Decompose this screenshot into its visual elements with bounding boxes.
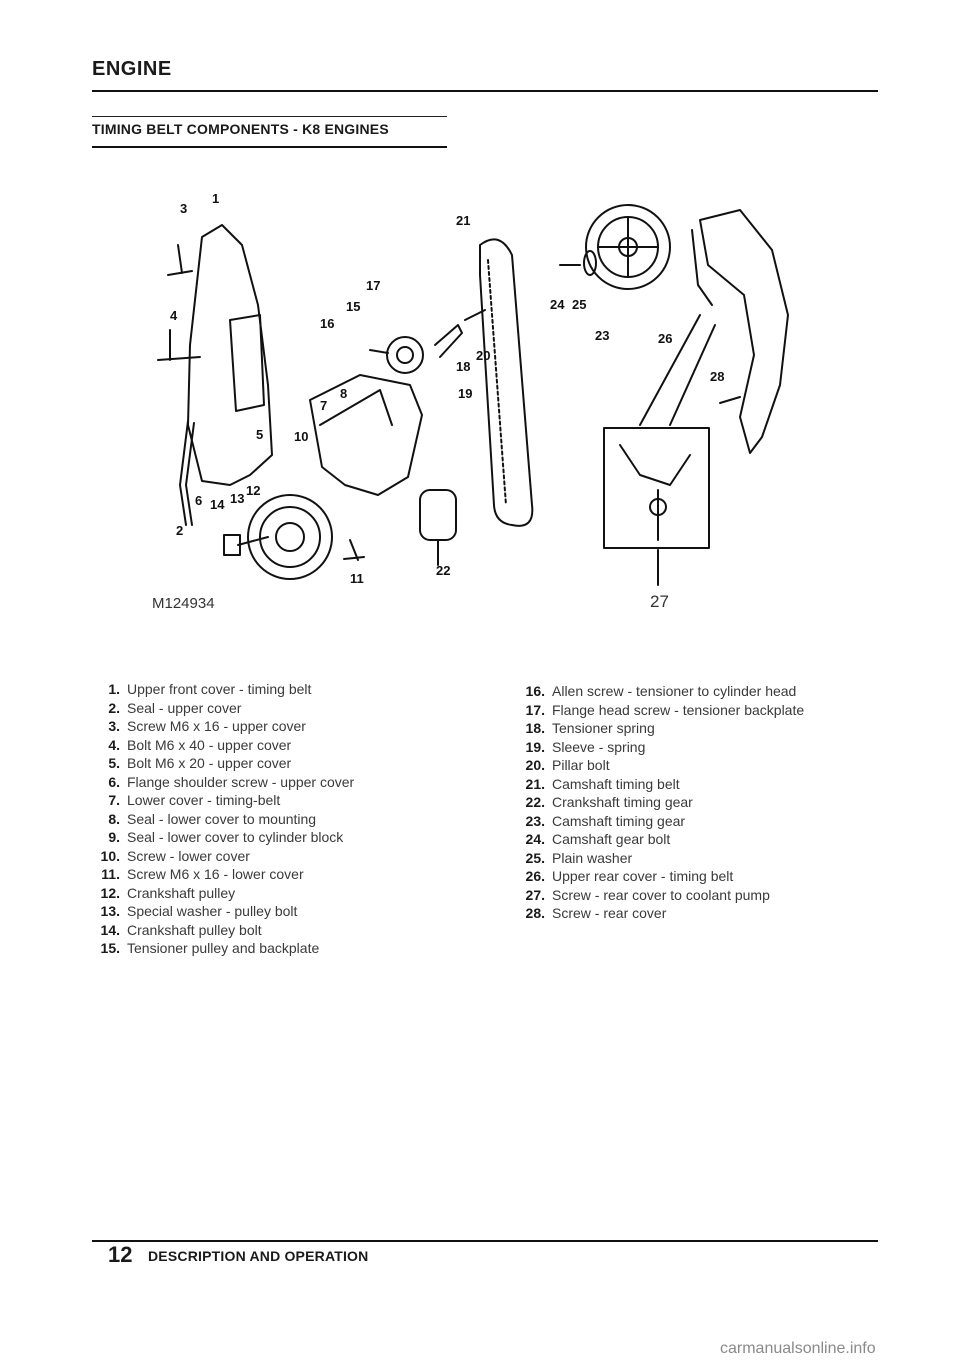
- inset-detail-shape: [603, 427, 710, 549]
- legend-item: 10.Screw - lower cover: [100, 847, 250, 864]
- footer-rule: [92, 1240, 878, 1242]
- legend-item: 11.Screw M6 x 16 - lower cover: [101, 866, 304, 882]
- svg-text:24: 24: [550, 297, 565, 312]
- lower-cover-shape: [309, 374, 423, 496]
- legend-item: 18.Tensioner spring: [525, 720, 655, 736]
- legend-item: 6.Flange shoulder screw - upper cover: [108, 773, 355, 790]
- figure-code: M124934: [152, 595, 215, 612]
- crankshaft-pulley-shape: [247, 494, 333, 580]
- parts-legend-left: 1.Upper front cover - timing belt 2.Seal…: [80, 680, 500, 958]
- svg-text:13: 13: [230, 491, 244, 506]
- svg-text:4: 4: [170, 308, 178, 323]
- svg-text:17: 17: [366, 278, 380, 293]
- svg-text:3: 3: [180, 201, 187, 216]
- legend-item: 27.Screw - rear cover to coolant pump: [525, 886, 770, 903]
- tensioner-pulley-shape: [386, 336, 424, 374]
- legend-item: 13.Special washer - pulley bolt: [100, 903, 298, 919]
- legend-item: 8.Seal - lower cover to mounting: [108, 810, 317, 827]
- watermark: carmanualsonline.info: [720, 1340, 876, 1357]
- legend-item: 14.Crankshaft pulley bolt: [100, 921, 262, 938]
- legend-item: 12.Crankshaft pulley: [100, 884, 236, 901]
- legend-item: 16.Allen screw - tensioner to cylinder h…: [525, 683, 797, 699]
- legend-item: 17.Flange head screw - tensioner backpla…: [525, 701, 805, 718]
- svg-text:11: 11: [350, 571, 364, 586]
- svg-text:7: 7: [320, 398, 327, 413]
- subtitle-rule-bottom: [92, 146, 447, 148]
- svg-text:1: 1: [212, 191, 219, 206]
- timing-belt-shape: [479, 238, 534, 527]
- upper-rear-cover-shape: [699, 209, 789, 454]
- svg-text:19: 19: [458, 386, 472, 401]
- svg-text:28: 28: [710, 369, 724, 384]
- legend-item: 24.Camshaft gear bolt: [525, 831, 671, 847]
- legend-item: 20.Pillar bolt: [525, 757, 610, 773]
- svg-text:14: 14: [210, 497, 225, 512]
- legend-item: 19.Sleeve - spring: [525, 738, 646, 755]
- svg-text:25: 25: [572, 297, 586, 312]
- svg-text:23: 23: [595, 328, 609, 343]
- svg-text:5: 5: [256, 427, 263, 442]
- page-number: 12: [108, 1242, 133, 1267]
- legend-item: 5.Bolt M6 x 20 - upper cover: [108, 755, 292, 771]
- page-subtitle: TIMING BELT COMPONENTS - K8 ENGINES: [92, 121, 389, 137]
- svg-text:2: 2: [176, 523, 183, 538]
- svg-text:20: 20: [476, 348, 490, 363]
- legend-item: 28.Screw - rear cover: [525, 905, 667, 921]
- svg-text:21: 21: [456, 213, 470, 228]
- legend-item: 15.Tensioner pulley and backplate: [100, 940, 320, 956]
- section-title: ENGINE: [92, 58, 172, 80]
- legend-item: 7.Lower cover - timing-belt: [108, 792, 281, 808]
- inset-callout: 27: [650, 592, 669, 611]
- svg-text:22: 22: [436, 563, 450, 578]
- timing-belt-diagram: 3 1 4 5 6 2 14 13 12 7 8 10 11 16 15 17 …: [157, 191, 789, 586]
- legend-item: 25.Plain washer: [525, 849, 633, 866]
- footer-section-title: DESCRIPTION AND OPERATION: [148, 1248, 369, 1264]
- crankshaft-gear-shape: [419, 489, 457, 541]
- legend-item: 9.Seal - lower cover to cylinder block: [108, 829, 344, 845]
- svg-text:6: 6: [195, 493, 202, 508]
- camshaft-gear-shape: [585, 204, 671, 290]
- parts-legend-right: 16.Allen screw - tensioner to cylinder h…: [505, 682, 865, 923]
- svg-text:16: 16: [320, 316, 334, 331]
- svg-text:26: 26: [658, 331, 672, 346]
- legend-item: 4.Bolt M6 x 40 - upper cover: [108, 736, 292, 753]
- diagram-callouts: 3 1 4 5 6 2 14 13 12 7 8 10 11 16 15 17 …: [170, 191, 724, 586]
- legend-item: 23.Camshaft timing gear: [525, 812, 686, 829]
- legend-item: 22.Crankshaft timing gear: [525, 794, 693, 810]
- svg-text:10: 10: [294, 429, 308, 444]
- legend-item: 1.Upper front cover - timing belt: [108, 681, 312, 697]
- legend-item: 2.Seal - upper cover: [108, 699, 242, 716]
- header-rule: [92, 90, 878, 92]
- upper-front-cover-shape: [187, 224, 273, 486]
- svg-text:18: 18: [456, 359, 470, 374]
- legend-item: 26.Upper rear cover - timing belt: [525, 868, 734, 884]
- svg-text:15: 15: [346, 299, 360, 314]
- subtitle-rule-top: [92, 116, 447, 117]
- legend-item: 21.Camshaft timing belt: [525, 775, 680, 792]
- svg-text:8: 8: [340, 386, 347, 401]
- svg-text:12: 12: [246, 483, 260, 498]
- legend-item: 3.Screw M6 x 16 - upper cover: [108, 718, 306, 734]
